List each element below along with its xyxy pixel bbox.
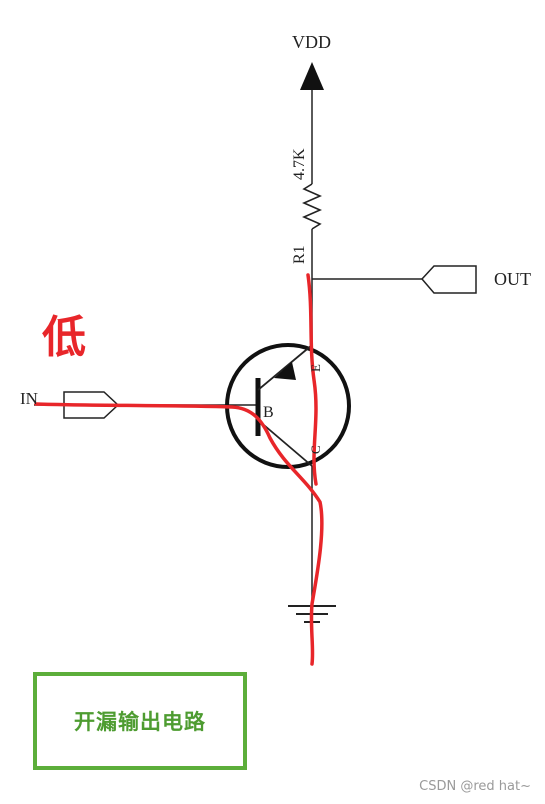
output-label: OUT xyxy=(494,269,531,289)
vdd-label: VDD xyxy=(292,32,331,52)
resistor-r1 xyxy=(302,183,322,230)
low-level-annotation: 低 xyxy=(42,312,86,363)
transistor-upper-leg xyxy=(257,344,313,391)
resistor-value-label: 4.7K xyxy=(291,148,308,180)
watermark: CSDN @red hat~ xyxy=(419,779,531,794)
diagram-title: 开漏输出电路 xyxy=(74,710,206,734)
vdd-arrow xyxy=(300,62,324,90)
transistor-lower-leg xyxy=(257,419,313,467)
collector-label: C xyxy=(308,445,323,454)
transistor-arrow xyxy=(274,362,296,380)
current-path-collector xyxy=(306,273,318,486)
title-box: 开漏输出电路 xyxy=(33,672,247,770)
input-label: IN xyxy=(20,389,38,408)
resistor-name-label: R1 xyxy=(291,245,308,264)
output-port xyxy=(420,265,477,294)
base-label: B xyxy=(263,404,274,421)
current-path-base xyxy=(34,402,324,666)
emitter-label: E xyxy=(308,364,323,372)
transistor-body xyxy=(225,343,351,469)
